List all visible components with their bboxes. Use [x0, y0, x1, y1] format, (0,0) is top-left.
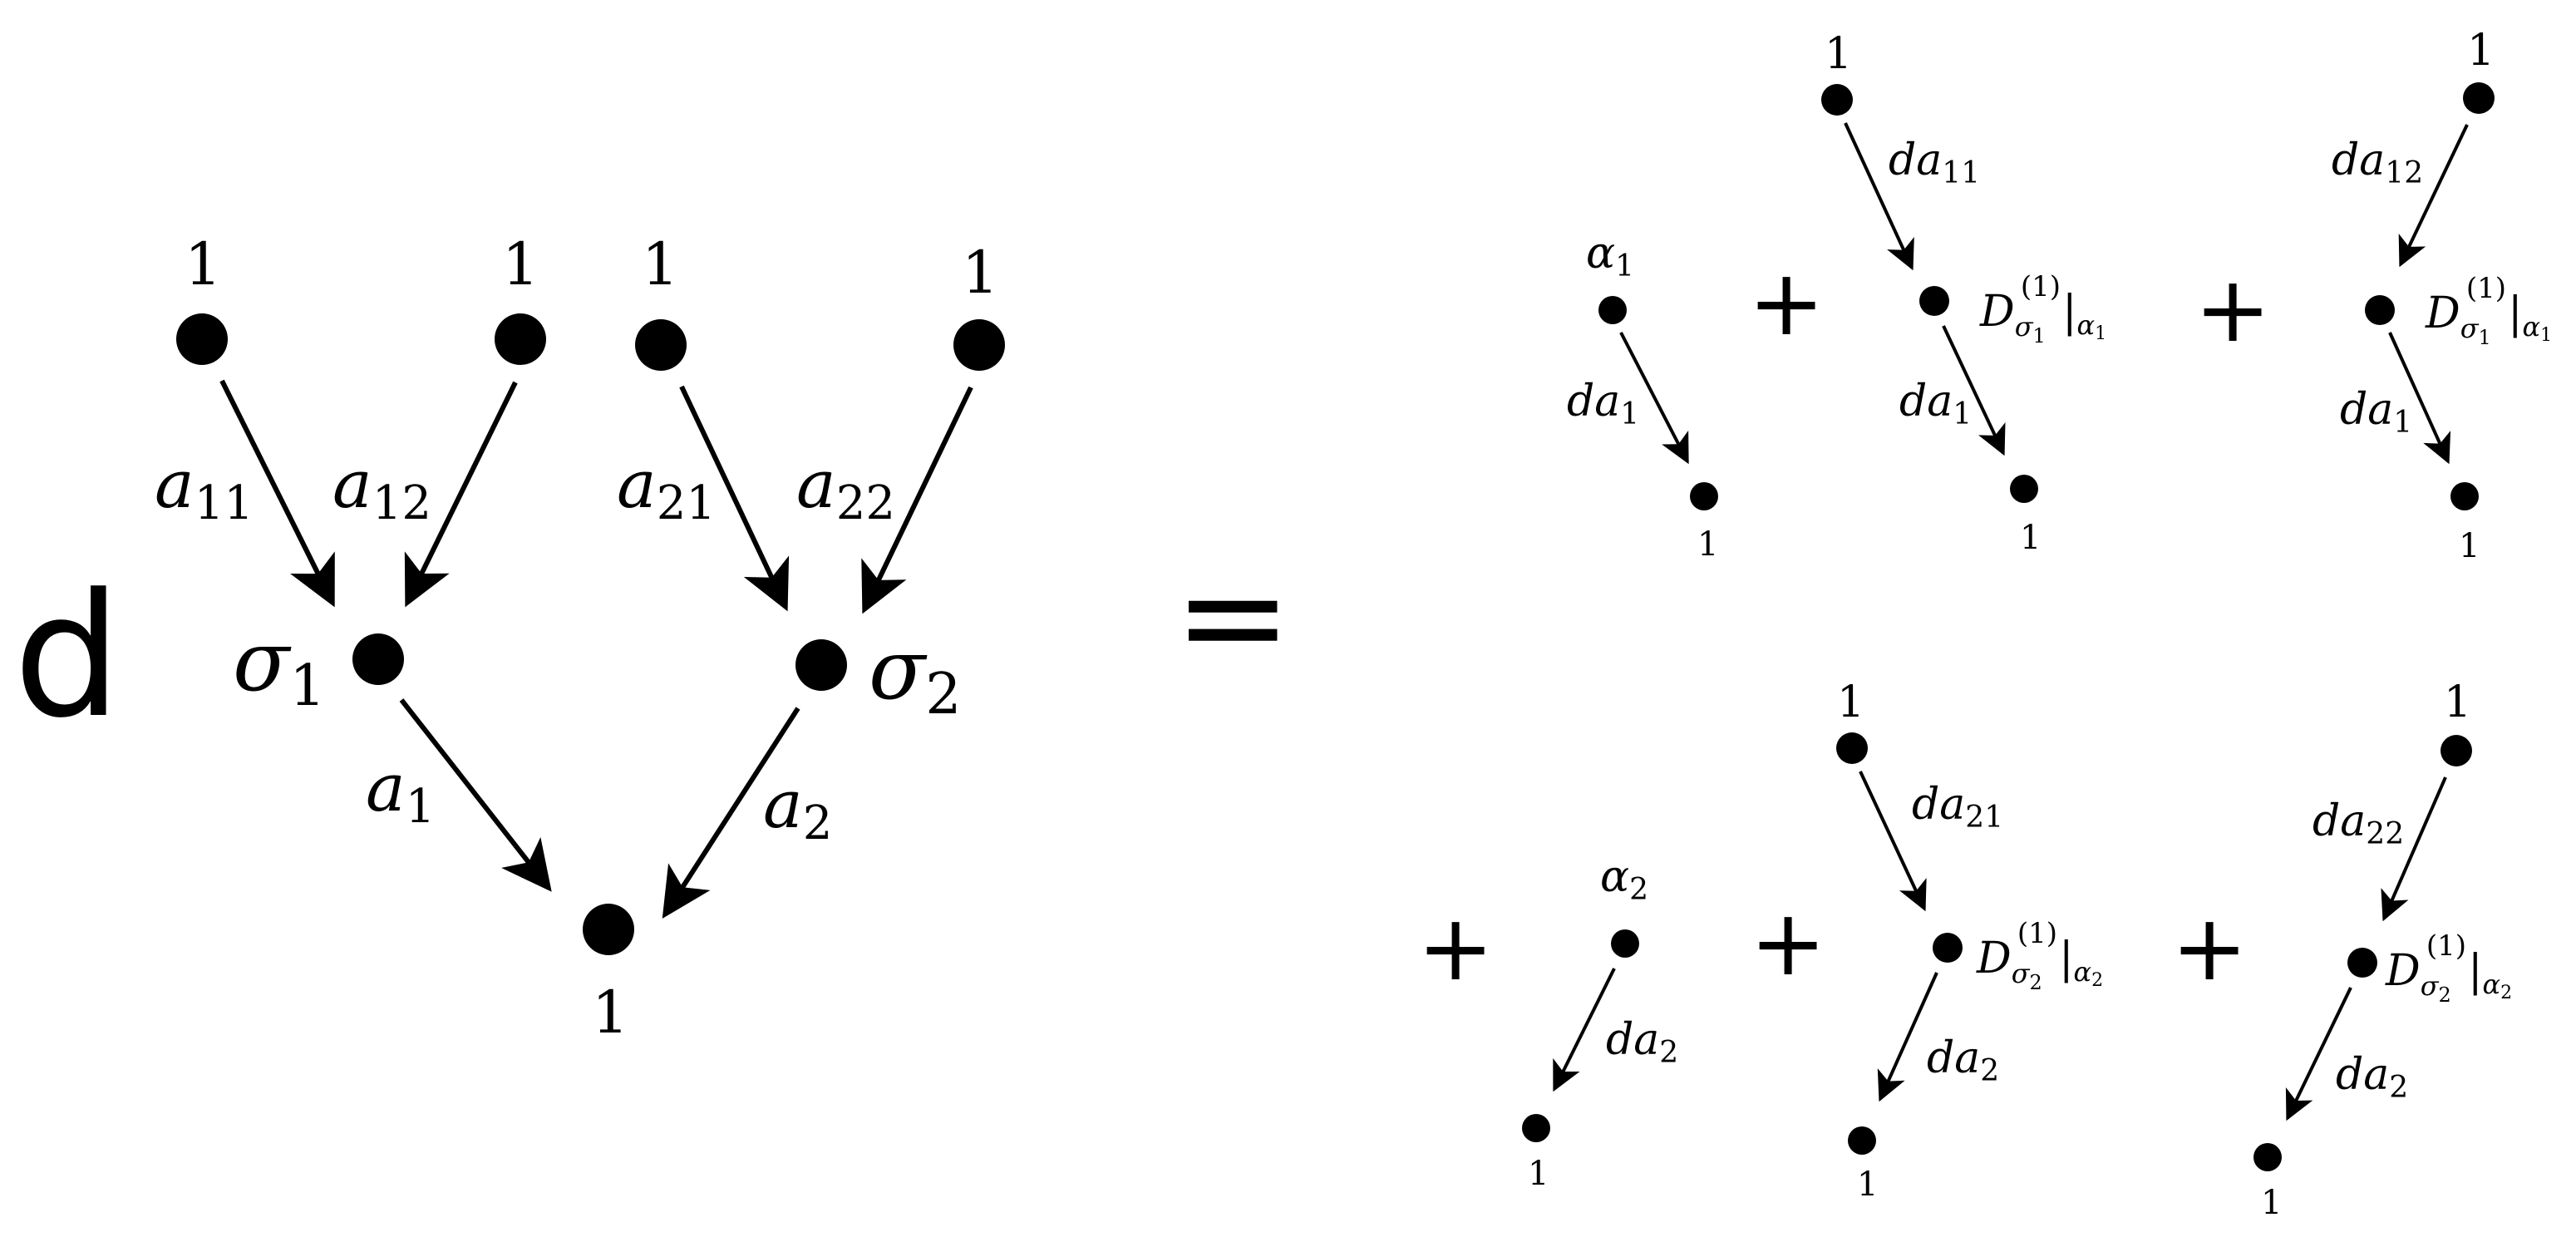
t4-edge — [1553, 968, 1616, 1092]
label-a12: a12 — [332, 446, 431, 530]
t3-edge-top — [2398, 124, 2469, 268]
t5-top-node — [1836, 732, 1868, 764]
sigma2-node — [795, 639, 847, 691]
label-sigma2: σ2 — [869, 621, 962, 727]
edge-a21 — [679, 385, 790, 612]
lhs-top-node-3 — [635, 319, 687, 371]
t6-D-operator: Dσ2(1)|α2 — [2385, 929, 2512, 1007]
t1-alpha-label: α1 — [1586, 229, 1634, 283]
t4-edge-label: da2 — [1606, 1015, 1678, 1070]
t6-edge-top-label: da22 — [2312, 796, 2404, 851]
lhs-top-label-4: 1 — [962, 239, 999, 307]
t5-D-operator: Dσ2(1)|α2 — [1976, 917, 2103, 994]
t6-middle-node — [2347, 948, 2377, 978]
rhs-term-6: 1 da22 Dσ2(1)|α2 da2 1 — [2253, 678, 2512, 1222]
t6-edge-bottom-label: da2 — [2336, 1050, 2408, 1105]
t4-top-node — [1611, 929, 1639, 958]
rhs-term-1: α1 da1 1 — [1567, 229, 1718, 564]
t5-edge-bottom-label: da2 — [1927, 1033, 1999, 1088]
label-sigma1: σ1 — [233, 613, 326, 719]
rhs-term-3: 1 da12 Dσ1(1)|α1 da1 1 — [2332, 26, 2552, 565]
t1-bottom-label: 1 — [1697, 525, 1718, 564]
t2-bottom-label: 1 — [2020, 519, 2041, 557]
label-a2: a2 — [763, 766, 832, 850]
lhs-bottom-label: 1 — [592, 978, 629, 1047]
t2-top-node — [1821, 84, 1853, 116]
label-a1: a1 — [366, 749, 435, 834]
lhs-top-node-2 — [495, 313, 546, 365]
lhs-top-label-3: 1 — [642, 230, 679, 298]
t6-top-label: 1 — [2444, 678, 2471, 727]
lhs-top-node-4 — [953, 319, 1005, 371]
t6-bottom-node — [2253, 1143, 2282, 1171]
t3-edge-bottom — [2388, 332, 2451, 465]
equals-sign: = — [1174, 535, 1292, 699]
t5-bottom-label: 1 — [1857, 1166, 1878, 1204]
plus-2: + — [2194, 256, 2271, 362]
t3-edge-top-label: da12 — [2332, 136, 2423, 190]
plus-1: + — [1748, 249, 1825, 356]
t1-top-node — [1598, 296, 1627, 324]
t2-bottom-node — [2010, 475, 2038, 503]
t2-middle-node — [1919, 286, 1949, 316]
rhs-term-5: 1 da21 Dσ2(1)|α2 da2 1 — [1836, 678, 2103, 1204]
edge-a22 — [861, 386, 973, 614]
t1-edge-label: da1 — [1567, 377, 1639, 431]
rhs-term-2: 1 da11 Dσ1(1)|α1 da1 1 — [1821, 29, 2106, 557]
t1-edge — [1619, 332, 1689, 465]
lhs-top-node-1 — [176, 313, 228, 365]
t5-edge-bottom — [1877, 972, 1938, 1102]
t3-middle-node — [2365, 295, 2395, 325]
t3-bottom-node — [2450, 482, 2479, 510]
rhs-term-4: α2 da2 1 — [1522, 852, 1678, 1193]
t4-bottom-node — [1522, 1114, 1550, 1142]
lhs-bottom-node — [583, 904, 634, 955]
t2-edge-top-label: da11 — [1889, 136, 1980, 190]
label-a11: a11 — [155, 446, 254, 530]
edge-a12 — [404, 381, 518, 608]
lhs-top-label-2: 1 — [502, 230, 539, 298]
t2-edge-bottom — [1942, 325, 2006, 456]
t3-bottom-label: 1 — [2459, 527, 2480, 565]
sigma1-node — [352, 633, 404, 685]
t4-bottom-label: 1 — [1528, 1155, 1549, 1193]
t6-edge-top — [2381, 776, 2447, 922]
plus-3: + — [1417, 894, 1494, 1001]
edge-a11 — [219, 379, 335, 608]
t3-top-node — [2463, 82, 2495, 114]
t5-edge-top — [1859, 771, 1927, 912]
d-operator: d — [13, 558, 121, 756]
plus-4: + — [1750, 890, 1826, 996]
t2-D-operator: Dσ1(1)|α1 — [1979, 270, 2106, 347]
label-a22: a22 — [796, 446, 895, 530]
t3-edge-bottom-label: da1 — [2340, 385, 2412, 440]
t5-edge-top-label: da21 — [1912, 780, 2003, 835]
t3-D-operator: Dσ1(1)|α1 — [2425, 272, 2552, 349]
lhs-tree: d 1 1 1 1 1 a11 a12 a21 a22 a1 a2 σ1 σ2 — [13, 230, 1005, 1047]
t5-bottom-node — [1848, 1126, 1876, 1155]
plus-5: + — [2171, 894, 2248, 1001]
t6-edge-bottom — [2285, 987, 2352, 1121]
t1-bottom-node — [1690, 482, 1718, 510]
t2-edge-top — [1844, 122, 1914, 271]
t4-alpha-label: α2 — [1600, 852, 1648, 907]
t3-top-label: 1 — [2467, 26, 2495, 76]
t6-bottom-label: 1 — [2261, 1184, 2282, 1222]
edge-a1 — [399, 698, 552, 892]
label-a21: a21 — [617, 446, 716, 530]
t5-top-label: 1 — [1837, 678, 1864, 727]
t5-middle-node — [1933, 933, 1963, 963]
lhs-top-label-1: 1 — [185, 230, 222, 298]
t2-top-label: 1 — [1825, 29, 1852, 79]
t6-top-node — [2441, 735, 2472, 766]
edge-a2 — [662, 707, 800, 919]
t2-edge-bottom-label: da1 — [1899, 377, 1972, 431]
